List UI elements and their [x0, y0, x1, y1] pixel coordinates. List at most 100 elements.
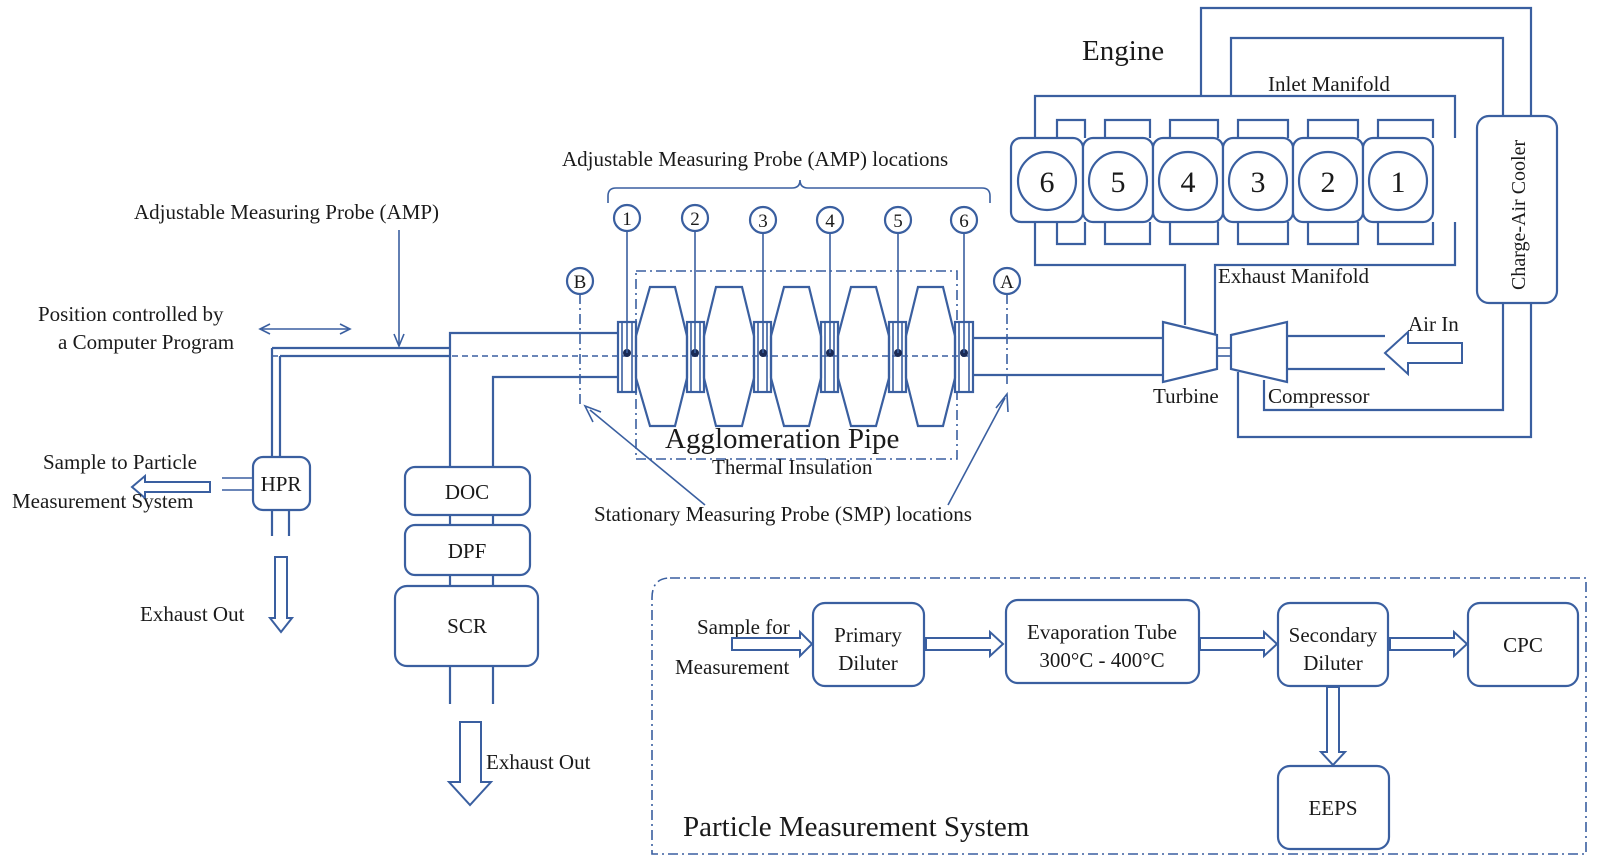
dpf-label: DPF — [448, 539, 487, 563]
thermal-insulation-label: Thermal Insulation — [712, 455, 873, 479]
primary-line1: Primary — [834, 623, 902, 647]
primary-diluter-box — [811, 601, 926, 688]
pms-sample-arrow — [731, 629, 814, 659]
smp-arrow-b-head — [583, 404, 602, 423]
scr-label: SCR — [447, 614, 487, 638]
compressor-shape — [1229, 320, 1289, 384]
probe-marker-1-label: 1 — [622, 209, 632, 230]
engine-title: Engine — [1082, 35, 1164, 67]
engine-group: Engine Charge-Air Cooler Inlet Manifold … — [1009, 6, 1559, 439]
probe-marker-6-label: 6 — [959, 211, 969, 232]
aftertreatment-group: DOC DPF SCR Exhaust Out — [393, 465, 591, 807]
cylinder-1-label: 1 — [1391, 166, 1406, 199]
air-in-arrow — [1383, 329, 1463, 377]
hpr-box — [251, 455, 312, 512]
turbine-label: Turbine — [1153, 384, 1219, 408]
cylinder-2 — [1297, 150, 1359, 212]
charge-air-inner-pipe — [1229, 36, 1505, 116]
doc-label: DOC — [445, 480, 489, 504]
secondary-line1: Secondary — [1289, 623, 1378, 647]
probe-marker-3-label: 3 — [758, 211, 768, 232]
probe-marker-4 — [815, 205, 845, 235]
cylinder-6 — [1016, 150, 1078, 212]
pipe-group: 1 2 3 4 5 6 Adjustable Measuring Probe (… — [272, 147, 1163, 526]
pms-sample-line2: Measurement — [675, 655, 789, 679]
sample-out-arrow — [130, 473, 211, 501]
exhaust-out-left-label: Exhaust Out — [140, 602, 245, 626]
charge-air-cooler-label: Charge-Air Cooler — [1508, 140, 1530, 290]
smp-a-marker — [992, 266, 1022, 296]
cylinder-3 — [1227, 150, 1289, 212]
probe-marker-2-label: 2 — [690, 209, 700, 230]
evap-to-secondary-arrow — [1199, 629, 1279, 659]
pms-border — [651, 577, 1587, 855]
cylinder-5 — [1087, 150, 1149, 212]
hpr-exhaust-arrow — [267, 556, 295, 634]
pipe-segment-2 — [702, 285, 756, 428]
probe-marker-3 — [748, 205, 778, 235]
charge-air-cooler-box — [1475, 114, 1559, 305]
eeps-label: EEPS — [1308, 796, 1357, 820]
position-arrow-left-head — [258, 323, 271, 335]
probe-callout-lines — [626, 232, 965, 353]
probe-marker-5-label: 5 — [893, 211, 903, 232]
inlet-manifold-label: Inlet Manifold — [1268, 72, 1390, 96]
pms-group: Particle Measurement System Sample for M… — [651, 577, 1587, 855]
smp-locations-label: Stationary Measuring Probe (SMP) locatio… — [594, 502, 972, 526]
inlet-runners — [1055, 118, 1435, 138]
air-in-label: Air In — [1408, 312, 1459, 336]
evap-line1: Evaporation Tube — [1027, 620, 1177, 644]
pipe-bottom-wall-left — [491, 375, 617, 467]
cpc-label: CPC — [1503, 633, 1543, 657]
position-arrow-right-head — [339, 323, 352, 335]
turbo-group: Air In Turbine Compressor — [1153, 312, 1463, 408]
probe-marker-2 — [680, 203, 710, 233]
cylinder-1 — [1367, 150, 1429, 212]
primary-line2: Diluter — [838, 651, 897, 675]
smp-arrow-a — [947, 397, 1006, 506]
cooler-return-outer — [1236, 303, 1533, 439]
amp-label: Adjustable Measuring Probe (AMP) — [134, 200, 439, 224]
inlet-manifold-outer — [1033, 94, 1457, 138]
sample-line2: Measurement System — [12, 489, 193, 513]
flange-inner-lines — [621, 322, 970, 392]
cylinder-4 — [1157, 150, 1219, 212]
amp-locations-brace — [607, 179, 991, 203]
pms-title: Particle Measurement System — [683, 811, 1030, 843]
smp-a-label: A — [1000, 272, 1014, 293]
probe-marker-6 — [949, 205, 979, 235]
scr-exhaust-arrow — [446, 721, 494, 807]
amp-locations-label: Adjustable Measuring Probe (AMP) locatio… — [562, 147, 948, 171]
probe-marker-4-label: 4 — [825, 211, 835, 232]
smp-arrow-b — [589, 409, 706, 506]
hpr-label: HPR — [261, 472, 302, 496]
dpf-box — [403, 523, 532, 577]
secondary-line2: Diluter — [1303, 651, 1362, 675]
probe-group: Adjustable Measuring Probe (AMP) Positio… — [12, 200, 439, 634]
pipe-segment-1 — [634, 285, 689, 428]
eeps-box — [1276, 764, 1391, 851]
cpc-box — [1466, 601, 1580, 688]
evap-line2: 300°C - 400°C — [1039, 648, 1164, 672]
probe-marker-5 — [883, 205, 913, 235]
secondary-to-cpc-arrow — [1389, 629, 1469, 659]
pipe-segment-5 — [904, 285, 957, 428]
amp-pointer-head — [393, 333, 405, 349]
scr-box — [393, 584, 540, 668]
probe-marker-1 — [612, 203, 642, 233]
smp-b-label: B — [574, 272, 587, 293]
cooler-return-inner — [1262, 303, 1505, 412]
charge-air-outer-pipe — [1199, 6, 1533, 116]
exhaust-runners — [1055, 222, 1435, 246]
cylinder-3-label: 3 — [1251, 166, 1266, 199]
smp-b-marker — [565, 266, 595, 296]
position-line1: Position controlled by — [38, 302, 224, 326]
doc-box — [403, 465, 532, 517]
turbine-shape — [1161, 320, 1219, 384]
pipe-segment-4 — [836, 285, 891, 428]
cylinder-2-label: 2 — [1321, 166, 1336, 199]
pipe-segment-3 — [769, 285, 823, 428]
secondary-to-eeps-arrow — [1318, 686, 1348, 767]
